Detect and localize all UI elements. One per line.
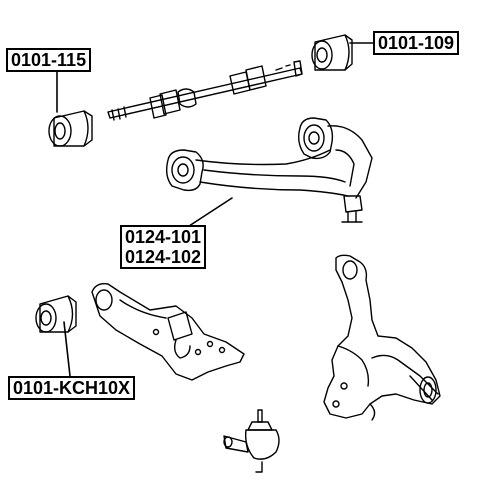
ball-joint xyxy=(223,409,280,473)
shaft-assembly xyxy=(107,60,303,121)
bushing-0101-115 xyxy=(48,110,93,147)
part-label-0124-101: 0124-101 xyxy=(125,227,202,247)
lower-control-arm xyxy=(91,282,245,381)
upper-control-arm xyxy=(165,117,373,223)
leader-lines xyxy=(56,42,374,377)
steering-knuckle xyxy=(323,254,441,421)
part-label-0101-115: 0101-115 xyxy=(6,48,92,72)
bushing-0101-109 xyxy=(311,34,353,71)
part-label-0101-109: 0101-109 xyxy=(373,31,460,55)
leader-0101-kch10x xyxy=(63,321,71,377)
bushing-0101-kch10x xyxy=(35,295,77,333)
part-label-0124-102: 0124-102 xyxy=(125,247,202,267)
part-label-0101-kch10x: 0101-KCH10X xyxy=(8,376,136,400)
leader-0124-101 xyxy=(185,197,233,229)
part-label-0124-101-102: 0124-101 0124-102 xyxy=(120,225,207,269)
